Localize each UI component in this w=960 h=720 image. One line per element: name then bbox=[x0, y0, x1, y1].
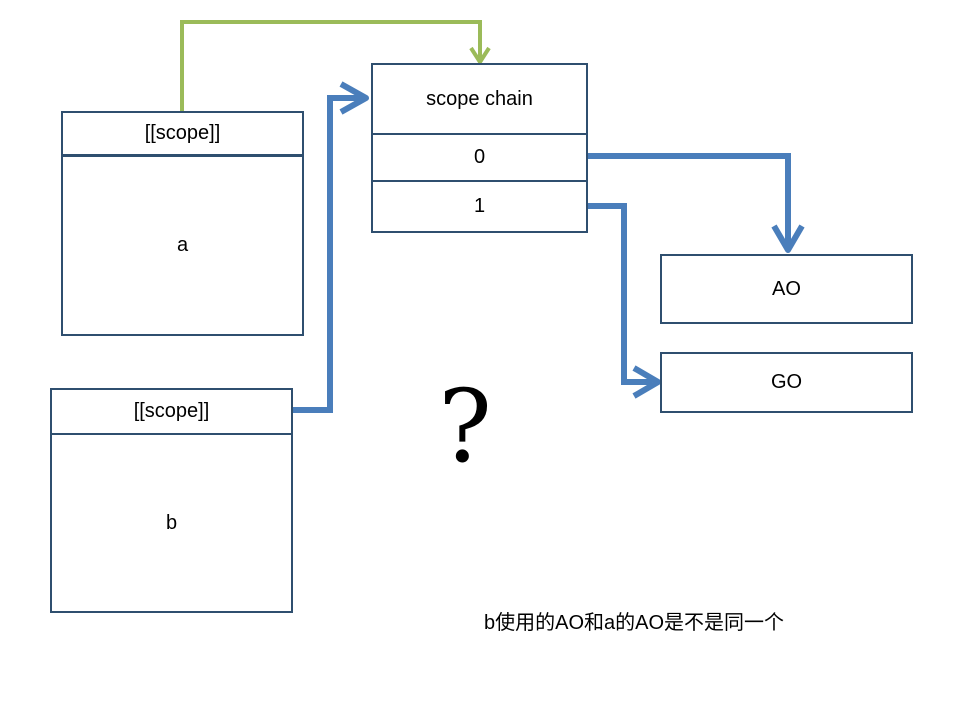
arrow-slot1-to-go bbox=[587, 203, 652, 385]
arrow-slot1-to-go-head bbox=[632, 365, 661, 399]
function-a-scope-label: [[scope]] bbox=[144, 122, 221, 144]
ao-box: AO bbox=[660, 254, 913, 324]
arrow-slot0-to-ao bbox=[587, 153, 791, 244]
arrow-b-scope-to-chain bbox=[292, 95, 362, 413]
function-b-name: b bbox=[165, 511, 178, 534]
arrow-slot0-to-ao-head bbox=[771, 224, 805, 253]
scope-chain-box: scope chain 0 1 bbox=[371, 63, 588, 233]
caption-text: b使用的AO和a的AO是不是同一个 bbox=[484, 612, 785, 634]
question-mark: ? bbox=[438, 368, 492, 485]
go-label: GO bbox=[770, 371, 803, 393]
arrow-b-scope-to-chain-head bbox=[339, 81, 369, 115]
scope-chain-slot-0: 0 bbox=[473, 146, 486, 168]
scope-chain-divider-2 bbox=[373, 180, 586, 182]
function-a-name: a bbox=[176, 234, 189, 256]
arrow-a-scope-to-chain bbox=[180, 20, 482, 112]
function-a-box: [[scope]] a bbox=[61, 111, 304, 336]
function-b-scope-label: [[scope]] bbox=[133, 400, 210, 422]
ao-label: AO bbox=[772, 277, 801, 300]
function-a-divider bbox=[63, 154, 302, 157]
arrow-a-scope-to-chain-head bbox=[469, 46, 491, 66]
function-b-box: [[scope]] b bbox=[50, 388, 293, 613]
scope-chain-divider-1 bbox=[373, 133, 586, 135]
scope-chain-slot-1: 1 bbox=[473, 195, 486, 217]
function-b-divider bbox=[52, 433, 291, 435]
scope-chain-title: scope chain bbox=[426, 87, 533, 110]
go-box: GO bbox=[660, 352, 913, 413]
